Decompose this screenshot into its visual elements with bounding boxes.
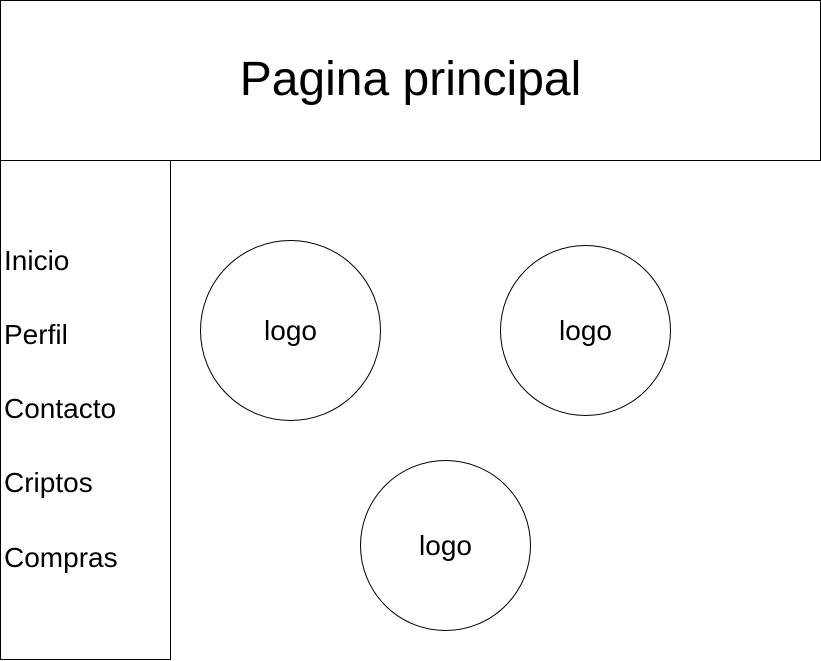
sidebar-item-contacto[interactable]: Contacto xyxy=(4,393,117,424)
sidebar-item-perfil[interactable]: Perfil xyxy=(4,319,68,350)
sidebar-item-criptos[interactable]: Criptos xyxy=(4,467,93,498)
sidebar-nav: Inicio Perfil Contacto Criptos Compras xyxy=(0,160,171,660)
sidebar-item-compras[interactable]: Compras xyxy=(4,542,118,573)
logo-label: logo xyxy=(559,314,612,346)
page-header: Pagina principal xyxy=(0,0,821,161)
page-title: Pagina principal xyxy=(239,52,582,106)
sidebar-item-inicio[interactable]: Inicio xyxy=(4,245,70,276)
logo-circle-2: logo xyxy=(500,245,671,416)
logo-label: logo xyxy=(419,529,472,561)
logo-circle-3: logo xyxy=(360,460,531,631)
logo-label: logo xyxy=(264,314,317,346)
logo-circle-1: logo xyxy=(200,240,381,421)
